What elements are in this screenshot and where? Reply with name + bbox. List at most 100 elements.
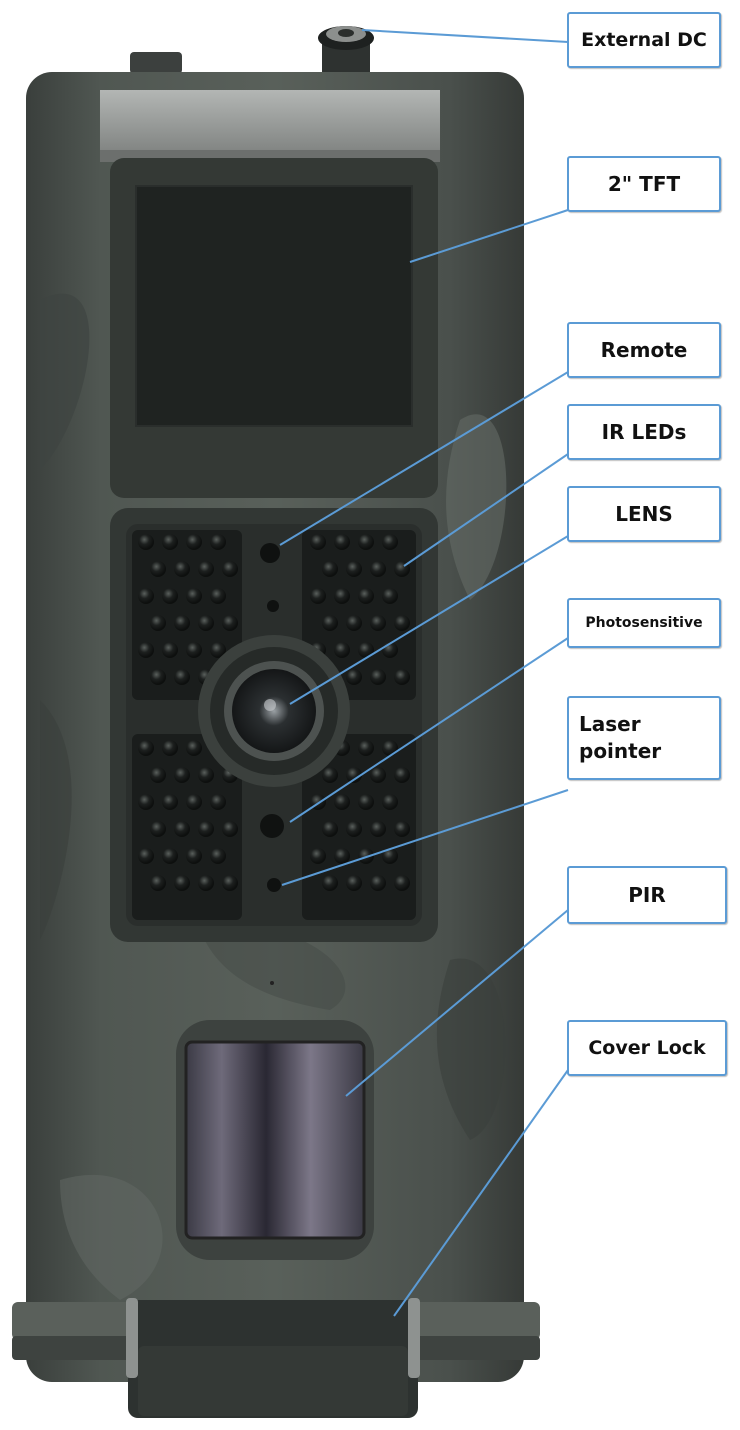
ir-led bbox=[358, 740, 374, 756]
ir-led bbox=[358, 642, 374, 658]
ir-led bbox=[394, 615, 410, 631]
ir-led bbox=[334, 534, 350, 550]
ir-led bbox=[162, 794, 178, 810]
callout-external-dc: External DC bbox=[567, 12, 721, 68]
ir-led bbox=[370, 561, 386, 577]
tft-screen bbox=[110, 158, 438, 498]
ir-led bbox=[358, 848, 374, 864]
ir-led bbox=[138, 794, 154, 810]
ir-led bbox=[370, 875, 386, 891]
ir-led bbox=[382, 534, 398, 550]
leader-cover-lock bbox=[393, 1069, 569, 1317]
ir-led bbox=[210, 848, 226, 864]
ir-led bbox=[174, 821, 190, 837]
ir-led bbox=[150, 875, 166, 891]
ir-led bbox=[150, 615, 166, 631]
callout-remote: Remote bbox=[567, 322, 721, 378]
leader-external-dc bbox=[361, 29, 569, 43]
callout-photosensitive: Photosensitive bbox=[567, 598, 721, 648]
leader-lines bbox=[279, 29, 569, 1317]
ir-led bbox=[382, 740, 398, 756]
ir-led bbox=[334, 642, 350, 658]
ir-led bbox=[346, 561, 362, 577]
ir-led bbox=[138, 534, 154, 550]
ir-led bbox=[150, 561, 166, 577]
ir-led bbox=[322, 767, 338, 783]
ir-led bbox=[358, 588, 374, 604]
ir-led bbox=[334, 588, 350, 604]
ir-led bbox=[174, 767, 190, 783]
ir-led bbox=[334, 848, 350, 864]
ir-led bbox=[198, 561, 214, 577]
ir-led bbox=[162, 588, 178, 604]
leader-laser-pointer bbox=[281, 789, 569, 886]
leader-remote bbox=[279, 371, 569, 546]
ir-led bbox=[150, 767, 166, 783]
ir-led bbox=[358, 794, 374, 810]
ir-led bbox=[370, 767, 386, 783]
leader-pir bbox=[345, 909, 569, 1097]
ir-led bbox=[346, 767, 362, 783]
leader-tft bbox=[409, 209, 569, 263]
ir-led bbox=[346, 875, 362, 891]
ir-led bbox=[222, 821, 238, 837]
ir-led bbox=[222, 615, 238, 631]
ir-led bbox=[310, 848, 326, 864]
ir-led bbox=[198, 875, 214, 891]
ir-led bbox=[198, 767, 214, 783]
ir-led bbox=[370, 821, 386, 837]
ir-led bbox=[162, 534, 178, 550]
leader-ir-leds bbox=[403, 453, 569, 567]
ir-led bbox=[322, 615, 338, 631]
ir-led bbox=[186, 534, 202, 550]
ir-led bbox=[186, 740, 202, 756]
ir-led bbox=[334, 794, 350, 810]
callout-pir: PIR bbox=[567, 866, 727, 924]
ir-led bbox=[322, 875, 338, 891]
ir-led bbox=[370, 669, 386, 685]
callout-ir-leds: IR LEDs bbox=[567, 404, 721, 460]
ir-led bbox=[198, 821, 214, 837]
ir-led bbox=[394, 669, 410, 685]
ir-led bbox=[394, 821, 410, 837]
ir-led bbox=[394, 767, 410, 783]
cover-lock bbox=[12, 1298, 540, 1418]
ir-led bbox=[210, 588, 226, 604]
callout-lens: LENS bbox=[567, 486, 721, 542]
small-sensor bbox=[267, 600, 279, 612]
leader-photosensitive bbox=[289, 637, 569, 823]
ir-led bbox=[186, 848, 202, 864]
callout-tft: 2" TFT bbox=[567, 156, 721, 212]
ir-led bbox=[322, 561, 338, 577]
ir-led bbox=[358, 534, 374, 550]
ir-led bbox=[222, 875, 238, 891]
ir-led bbox=[174, 669, 190, 685]
ir-led bbox=[174, 561, 190, 577]
ir-led bbox=[210, 534, 226, 550]
ir-led bbox=[382, 588, 398, 604]
photosensitive-sensor bbox=[260, 814, 284, 838]
screen-hood bbox=[100, 90, 440, 150]
dc-jack bbox=[130, 26, 374, 82]
ir-led bbox=[138, 848, 154, 864]
ir-led bbox=[210, 794, 226, 810]
callout-cover-lock: Cover Lock bbox=[567, 1020, 727, 1076]
ir-led bbox=[322, 821, 338, 837]
ir-led bbox=[346, 821, 362, 837]
ir-led bbox=[210, 642, 226, 658]
ir-led bbox=[150, 669, 166, 685]
ir-led bbox=[162, 740, 178, 756]
ir-led bbox=[346, 669, 362, 685]
ir-led bbox=[162, 642, 178, 658]
ir-led bbox=[174, 615, 190, 631]
laser-pointer-sensor bbox=[267, 878, 281, 892]
lens bbox=[198, 635, 350, 787]
ir-led bbox=[174, 875, 190, 891]
ir-led bbox=[150, 821, 166, 837]
remote-sensor bbox=[260, 543, 280, 563]
ir-led bbox=[394, 875, 410, 891]
ir-led bbox=[382, 794, 398, 810]
ir-led bbox=[186, 794, 202, 810]
